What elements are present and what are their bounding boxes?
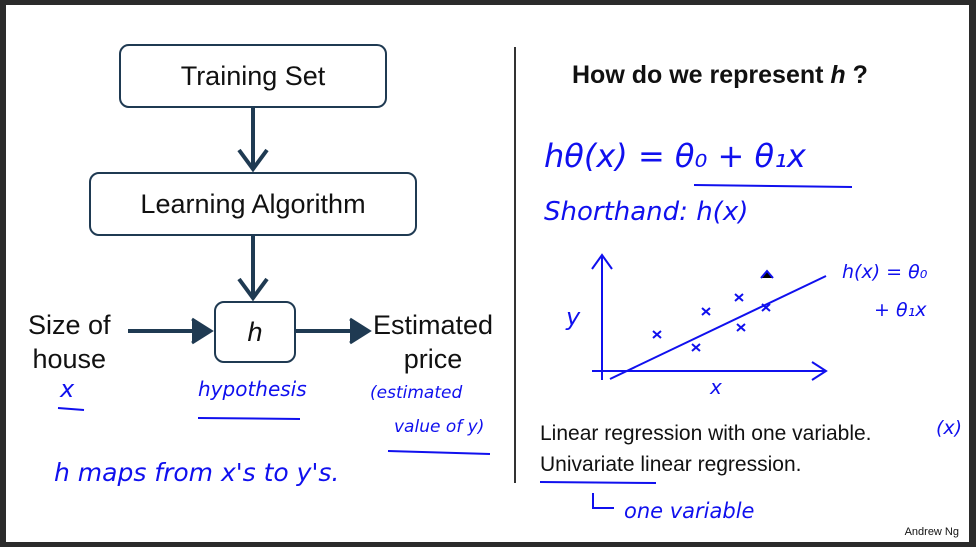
input-label-line2: house [32,343,107,374]
plot-axis-x-label: x [710,375,722,399]
plot-y-arrowhead [591,253,613,270]
input-label-line1: Size of [28,310,111,340]
point-3 [701,307,711,316]
learning-algorithm-box: Learning Algorithm [89,172,417,236]
diagram-strokes [57,108,853,509]
training-set-box: Training Set [119,44,387,108]
point-4 [734,293,744,302]
x-under-input: x [60,375,75,403]
arrowhead-2 [237,277,269,302]
underline-x [57,407,85,411]
hypothesis-box: h [214,301,296,363]
title-var: h [830,61,846,89]
slide-divider [514,47,516,483]
slide-title: How do we represent h ? [572,61,868,90]
hypothesis-box-label: h [247,316,263,347]
univariate-text: Univariate linear regression. [540,453,802,476]
point-7 [760,269,774,279]
point-2 [691,343,701,352]
hypothesis-formula: hθ(x) = θ₀ + θ₁x [544,137,806,175]
plot-x-arrowhead [811,361,828,381]
output-label-line2: price [403,343,463,374]
estimated-annotation-line1: (estimated [370,383,463,403]
hypothesis-annotation: hypothesis [198,377,307,401]
underline-theta [693,184,853,188]
arrowhead-1 [237,148,269,173]
output-label: Estimated price [373,309,493,377]
point-6 [761,303,771,312]
shorthand-annotation: Shorthand: h(x) [544,197,749,227]
title-prefix: How do we represent [572,61,824,89]
point-1 [652,330,662,339]
training-set-label: Training Set [180,60,326,91]
plot-axis-y-label: y [566,303,581,331]
one-variable-annotation: one variable [624,499,755,523]
plot-hx-label-2: + θ₁x [874,299,927,321]
underline-hypothesis [197,417,301,420]
slide: Training Set Learning Algorithm h Size o… [6,5,969,542]
underline-univariate [539,481,657,484]
title-suffix: ? [852,61,868,89]
h-maps-annotation: h maps from x's to y's. [54,458,340,487]
plot-hx-label: h(x) = θ₀ [842,261,928,283]
bracket-one-variable [592,493,614,509]
plot-regression-line [609,275,827,380]
estimated-annotation-line2: value of y) [394,417,485,437]
author-credit: Andrew Ng [904,526,959,538]
point-5 [736,323,746,332]
arrowhead-4 [349,317,372,345]
paren-x-annotation: (x) [936,417,963,439]
learning-algorithm-label: Learning Algorithm [140,188,366,219]
arrowhead-3 [191,317,214,345]
output-label-line1: Estimated [373,310,494,340]
linear-regression-text: Linear regression with one variable. [540,422,872,445]
underline-estimated [387,450,491,455]
plot-data-points [652,269,774,352]
input-label: Size of house [28,309,111,377]
